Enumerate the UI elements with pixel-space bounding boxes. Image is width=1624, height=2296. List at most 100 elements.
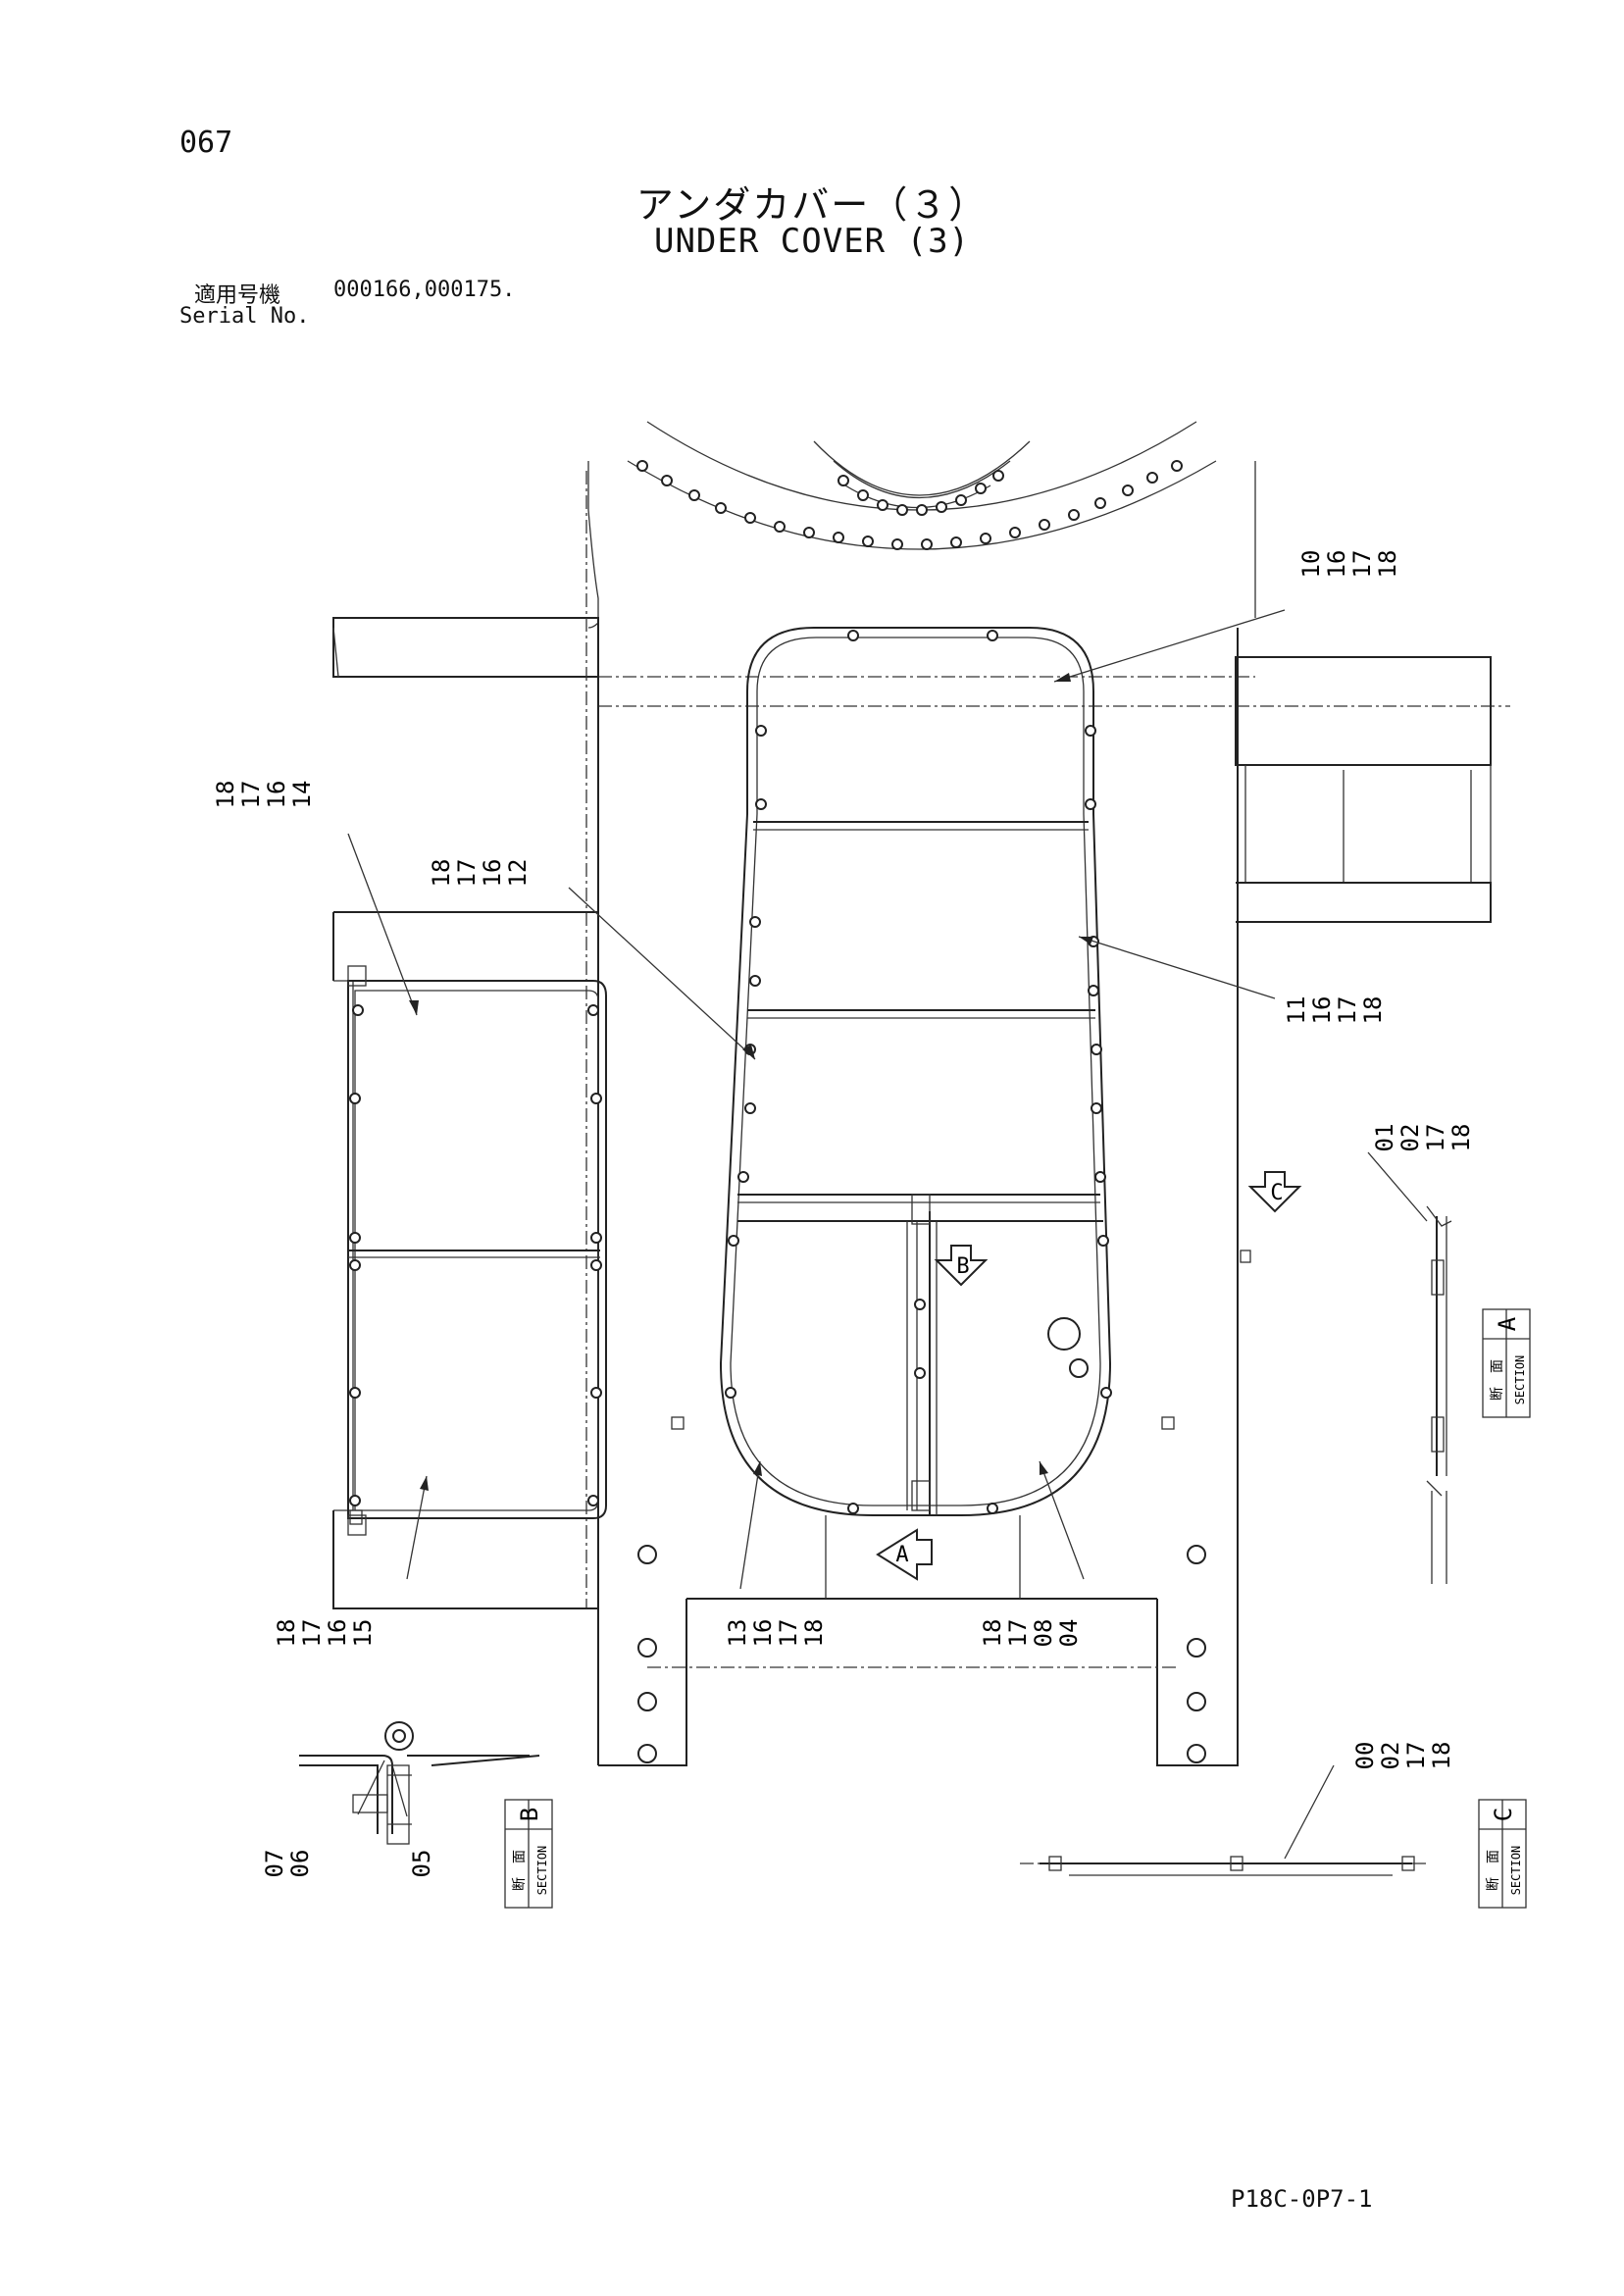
view-marker-c: C xyxy=(1247,1171,1302,1213)
cover-bolt xyxy=(737,1171,749,1183)
cover-bolt xyxy=(352,1004,364,1016)
cover-bolt xyxy=(349,1259,361,1271)
serial-label-en: Serial No. xyxy=(179,304,310,329)
callout-part-number: 07 xyxy=(261,1850,288,1878)
bearing-bolt xyxy=(891,538,903,550)
cover-bolt xyxy=(749,975,761,987)
section-a-en: SECTION xyxy=(1513,1355,1527,1405)
cover-bolt xyxy=(755,798,767,810)
cover-bolt xyxy=(1097,1235,1109,1247)
frame-hole xyxy=(637,1638,657,1658)
callout-part-number: 16 xyxy=(479,859,506,888)
section-a-jp: 断 面 xyxy=(1490,1359,1505,1401)
bearing-bolt xyxy=(744,512,756,524)
page-title-jp: アンダカバー（３） xyxy=(635,183,989,227)
callout-part-number: 11 xyxy=(1283,996,1310,1025)
section-a-detail xyxy=(1426,1205,1452,1584)
callout-part-number: 17 xyxy=(775,1619,802,1648)
callout-part-number: 06 xyxy=(286,1850,314,1878)
bearing-bolt xyxy=(1068,509,1080,521)
cover-bolt xyxy=(349,1495,361,1506)
callout-part-number: 13 xyxy=(724,1619,751,1648)
cover-bolt xyxy=(590,1232,602,1244)
section-b-letter: B xyxy=(516,1808,543,1821)
callout-part-number: 18 xyxy=(428,859,455,888)
callout-part-number: 00 xyxy=(1351,1742,1379,1770)
cover-bolt xyxy=(987,630,998,641)
callout-part-number: 17 xyxy=(453,859,481,888)
cover-bolt xyxy=(1091,1044,1102,1055)
callout-part-number: 01 xyxy=(1371,1124,1398,1152)
cover-bolt xyxy=(590,1259,602,1271)
section-box-a: 断 面 SECTION A xyxy=(1482,1308,1531,1418)
frame-hole xyxy=(637,1545,657,1564)
view-marker-a: A xyxy=(876,1528,933,1581)
bearing-bolt xyxy=(661,475,673,486)
frame-hole xyxy=(1187,1545,1206,1564)
callout-part-number: 18 xyxy=(1374,550,1401,579)
view-marker-a-label: A xyxy=(895,1543,908,1567)
cover-bolt xyxy=(725,1387,736,1399)
cover-bolt xyxy=(1085,798,1096,810)
bearing-bolt xyxy=(950,536,962,548)
callout-part-number: 02 xyxy=(1396,1124,1424,1152)
bearing-bolt xyxy=(1094,497,1106,509)
section-box-b: 断 面 SECTION B xyxy=(504,1799,553,1909)
serial-values: 000166,000175. xyxy=(333,278,516,302)
center-cover xyxy=(719,627,1112,1516)
frame-hole xyxy=(1187,1692,1206,1711)
cover-bolt xyxy=(590,1093,602,1104)
section-c-detail xyxy=(1020,1856,1427,1876)
bearing-bolt-holes xyxy=(636,460,1183,550)
cover-bolt xyxy=(1088,985,1099,996)
cover-bolt xyxy=(1094,1171,1106,1183)
frame-holes xyxy=(637,1545,1206,1763)
page-number: 067 xyxy=(179,126,233,160)
callout-part-number: 16 xyxy=(324,1619,351,1648)
cover-bolts xyxy=(349,630,1112,1514)
swing-bearing xyxy=(587,421,1256,629)
cover-bolt xyxy=(587,1004,599,1016)
section-c-en: SECTION xyxy=(1509,1846,1523,1896)
inner-bolt xyxy=(975,483,987,494)
callout-part-number: 18 xyxy=(273,1619,300,1648)
bearing-bolt xyxy=(803,527,815,538)
section-a-letter: A xyxy=(1494,1316,1521,1331)
callout-part-number: 18 xyxy=(979,1619,1006,1648)
inner-bolt xyxy=(896,504,908,516)
bearing-bolt xyxy=(980,533,991,544)
drawing-code: P18C-0P7-1 xyxy=(1231,2185,1373,2213)
callout-part-number: 17 xyxy=(1004,1619,1032,1648)
section-b-en: SECTION xyxy=(535,1846,549,1896)
cover-bolt xyxy=(349,1387,361,1399)
callout-part-number: 17 xyxy=(298,1619,326,1648)
section-b-jp: 断 面 xyxy=(512,1850,528,1891)
callout-part-number: 04 xyxy=(1055,1619,1083,1648)
inner-bolt xyxy=(857,489,869,501)
callout-part-number: 18 xyxy=(1428,1742,1455,1770)
bearing-bolt xyxy=(1122,485,1134,496)
main-frame xyxy=(332,471,1510,1766)
bearing-bolt xyxy=(715,502,727,514)
callout-part-number: 16 xyxy=(749,1619,777,1648)
inner-bolt xyxy=(877,499,888,511)
cover-bolt xyxy=(1085,725,1096,737)
bearing-bolt xyxy=(862,536,874,547)
bearing-bolt xyxy=(774,521,786,533)
view-marker-b-label: B xyxy=(956,1254,969,1279)
section-c-letter: C xyxy=(1490,1808,1517,1821)
bearing-bolt xyxy=(1171,460,1183,472)
bearing-bolt xyxy=(1039,519,1050,531)
callout-part-number: 18 xyxy=(800,1619,828,1648)
callout-part-number: 16 xyxy=(1308,996,1336,1025)
cover-bolt xyxy=(914,1299,926,1310)
callout-part-number: 17 xyxy=(1334,996,1361,1025)
callout-c-section-b-right: 05 xyxy=(408,1850,435,1878)
callout-part-number: 08 xyxy=(1030,1619,1057,1648)
cover-bolt xyxy=(728,1235,739,1247)
